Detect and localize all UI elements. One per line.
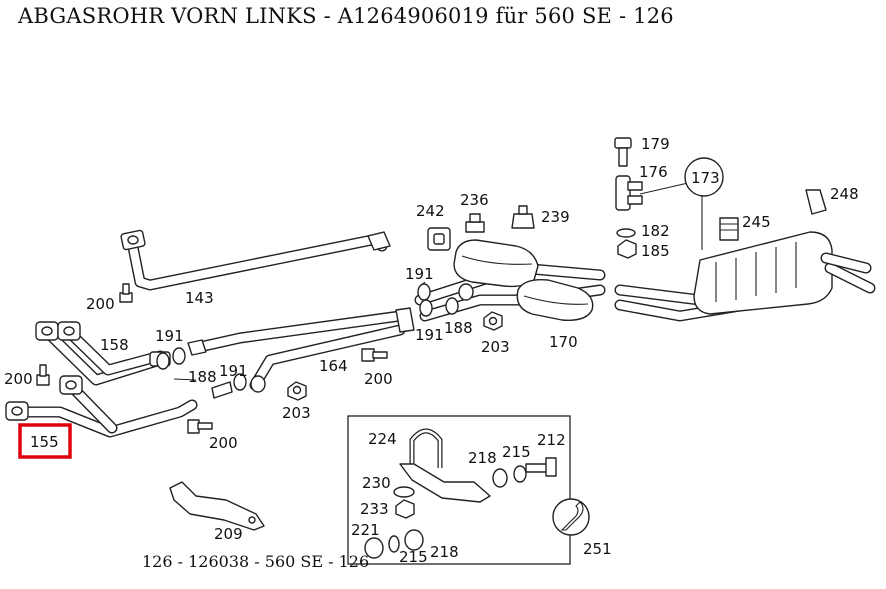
label-179: 179 <box>641 135 670 153</box>
diagram-caption: 126 - 126038 - 560 SE - 126 <box>142 552 370 571</box>
highlight-box-155 <box>18 423 72 459</box>
label-143: 143 <box>185 289 214 307</box>
page-title: ABGASROHR VORN LINKS - A1264906019 für 5… <box>18 4 674 28</box>
label-200: 200 <box>4 370 33 388</box>
leader-lines <box>173 281 426 381</box>
label-230: 230 <box>362 474 391 492</box>
part-labels: 155 200 143 158 191 200 188 191 164 200 … <box>4 135 859 566</box>
part-233-nut[interactable] <box>395 499 415 519</box>
label-209: 209 <box>214 525 243 543</box>
part-185-nut[interactable] <box>617 239 637 259</box>
label-203: 203 <box>282 404 311 422</box>
label-200: 200 <box>86 295 115 313</box>
label-233: 233 <box>360 500 389 518</box>
label-218: 218 <box>430 543 459 561</box>
label-188: 188 <box>188 368 217 386</box>
label-215: 215 <box>399 548 428 566</box>
label-203: 203 <box>481 338 510 356</box>
part-200-bolts[interactable] <box>36 283 388 434</box>
label-212: 212 <box>537 431 566 449</box>
label-245: 245 <box>742 213 771 231</box>
label-182: 182 <box>641 222 670 240</box>
inset-box <box>347 415 571 565</box>
label-251: 251 <box>583 540 612 558</box>
label-176: 176 <box>639 163 668 181</box>
callout-173[interactable] <box>639 157 724 250</box>
part-212-bolt[interactable] <box>525 457 557 477</box>
label-164: 164 <box>319 357 348 375</box>
label-170: 170 <box>549 333 578 351</box>
label-158: 158 <box>100 336 129 354</box>
part-179-bolt[interactable] <box>614 137 632 167</box>
part-bracket-inset[interactable] <box>399 463 491 503</box>
part-248-bracket[interactable] <box>805 189 827 215</box>
label-200: 200 <box>209 434 238 452</box>
part-191-rings-right[interactable] <box>417 283 474 317</box>
label-239: 239 <box>541 208 570 226</box>
part-236-mount[interactable] <box>465 213 485 233</box>
label-188: 188 <box>444 319 473 337</box>
label-221: 221 <box>351 521 380 539</box>
label-191: 191 <box>405 265 434 283</box>
label-218: 218 <box>468 449 497 467</box>
label-215: 215 <box>502 443 531 461</box>
part-173-muffler[interactable] <box>614 231 876 322</box>
part-242-bracket[interactable] <box>427 227 451 251</box>
part-clamp-188-left[interactable] <box>187 339 233 399</box>
part-182-washer[interactable] <box>616 228 636 238</box>
label-191: 191 <box>155 327 184 345</box>
label-242: 242 <box>416 202 445 220</box>
label-236: 236 <box>460 191 489 209</box>
label-200: 200 <box>364 370 393 388</box>
part-224-ubolt[interactable] <box>409 428 443 468</box>
part-191-rings-left[interactable] <box>156 347 266 393</box>
part-203-nut-right[interactable] <box>483 311 503 331</box>
part-155-pipe[interactable] <box>5 375 198 438</box>
part-143-pipe[interactable] <box>120 229 391 291</box>
label-173: 173 <box>691 169 720 187</box>
label-155: 155 <box>30 433 59 451</box>
part-230-washer[interactable] <box>393 486 415 498</box>
label-185: 185 <box>641 242 670 260</box>
part-221-rubber[interactable] <box>364 529 424 559</box>
part-251-tool[interactable] <box>552 498 590 536</box>
part-203-nut-left[interactable] <box>287 381 307 401</box>
label-248: 248 <box>830 185 859 203</box>
part-245-mount[interactable] <box>719 217 739 241</box>
part-209-bracket[interactable] <box>169 481 265 531</box>
label-191: 191 <box>219 362 248 380</box>
part-176-clamp[interactable] <box>615 175 643 211</box>
part-218-rubber[interactable] <box>492 465 527 488</box>
label-224: 224 <box>368 430 397 448</box>
label-191: 191 <box>415 326 444 344</box>
part-239-mount[interactable] <box>511 205 535 229</box>
